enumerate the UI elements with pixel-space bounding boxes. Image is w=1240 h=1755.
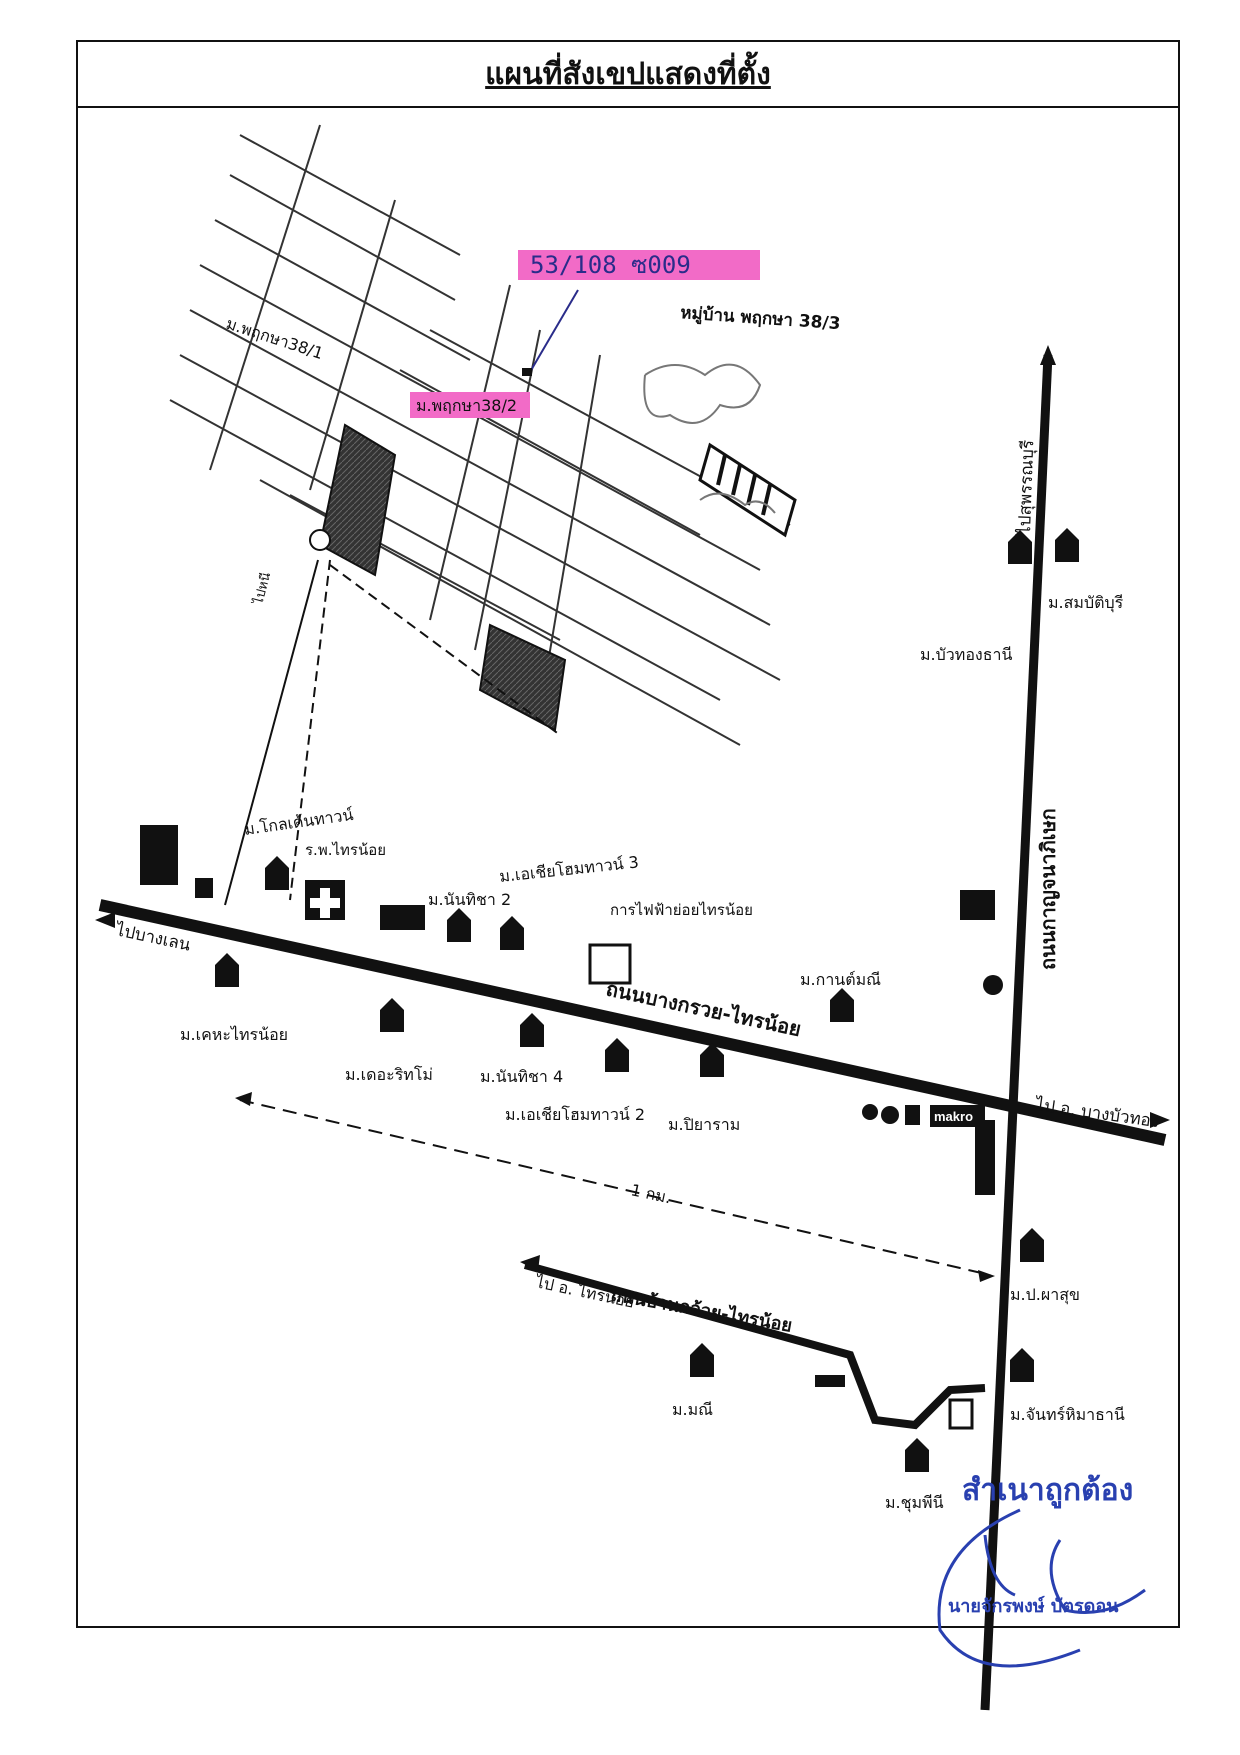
side-road <box>224 559 319 906</box>
seven-eleven-icon <box>948 1398 974 1430</box>
arrow-right-small <box>978 1270 995 1282</box>
house-icon <box>1055 528 1079 562</box>
shop-icon <box>380 905 425 930</box>
arrow-left-small <box>235 1092 252 1106</box>
place-label: การไฟฟ้าย่อยไทรน้อย <box>610 901 753 919</box>
parcel-block <box>478 623 567 732</box>
house-icon <box>1020 1228 1044 1262</box>
makro-block <box>930 1105 985 1127</box>
handwritten-code: 53/108 ซ009 <box>530 251 691 279</box>
place-label: ม.เคหะไทรน้อย <box>180 1025 288 1044</box>
place-label: ม.บัวทองธานี <box>920 645 1012 664</box>
main-road <box>98 899 1167 1146</box>
place-label: ม.กานต์มณี <box>800 970 881 989</box>
vertical-road-label: ถนนกาญจนาภิเษก <box>1036 808 1060 970</box>
map-title: แผนที่สังเขปแสดงที่ตั้ง <box>485 56 771 92</box>
hospital-cross-icon <box>310 888 340 918</box>
code-highlight <box>518 250 760 280</box>
bank-icon <box>881 1106 899 1124</box>
parcel-block <box>318 423 397 577</box>
lower-road-label: ถนนบ้านกล้วย-ไทรน้อย <box>609 1283 794 1337</box>
small-building-icon <box>815 1375 845 1387</box>
place-label: ม.ปิยาราม <box>668 1115 740 1134</box>
map-frame: แผนที่สังเขปแสดงที่ตั้ง <box>76 40 1180 1628</box>
vegetation-scribble <box>643 363 762 424</box>
house-icon <box>1010 1348 1034 1382</box>
stamp-name: นายจักรพงษ์ บัตรดอน <box>948 1595 1119 1617</box>
access-route <box>289 559 561 901</box>
building-icon <box>195 878 213 898</box>
house-icon <box>447 908 471 942</box>
house-icon <box>520 1013 544 1047</box>
highway-vertical <box>980 354 1053 1711</box>
pink-village-label: ม.พฤกษา38/2 <box>416 396 517 415</box>
bus-stop-icon <box>960 890 995 920</box>
place-label: ม.จันทร์หิมาธานี <box>1010 1405 1125 1424</box>
place-label: ม.มณี <box>672 1400 713 1419</box>
arrow-left-lower <box>520 1255 540 1271</box>
house-icon <box>700 1043 724 1077</box>
house-icons <box>215 528 1079 1472</box>
house-icon <box>500 916 524 950</box>
arrow-right <box>1150 1112 1170 1128</box>
fuel-icon <box>862 1104 878 1120</box>
parcel-stripes <box>716 454 772 516</box>
house-icon <box>1008 530 1032 564</box>
house-icon <box>605 1038 629 1072</box>
vegetation-scribble <box>699 492 776 514</box>
distance-line <box>239 1099 991 1276</box>
pointer-line <box>529 289 579 373</box>
parcel-block <box>698 442 797 538</box>
place-label: ม.ชุมพีนี <box>885 1493 944 1513</box>
place-label: ม.เอเชียโฮมทาวน์ 3 <box>498 852 639 886</box>
signature <box>937 1508 1146 1668</box>
house-icon <box>215 953 239 987</box>
house-icon <box>265 856 289 890</box>
house-icon <box>380 998 404 1032</box>
main-road-label: ถนนบางกรวย-ไทรน้อย <box>604 976 803 1041</box>
logo-icon <box>983 975 1003 995</box>
arrow-left <box>95 912 115 928</box>
place-label: ม.สมบัติบุรี <box>1048 593 1124 613</box>
title-bar: แผนที่สังเขปแสดงที่ตั้ง <box>78 42 1178 108</box>
building-icon <box>140 825 178 885</box>
direction-suphan: ไปสุพรรณบุรี <box>1014 440 1038 538</box>
lower-road <box>523 1261 986 1430</box>
village-highlight <box>410 392 530 418</box>
place-label: ม.เอเชียโฮมทาวน์ 2 <box>505 1105 645 1124</box>
store-icon <box>905 1105 920 1125</box>
landmarks <box>140 825 1003 1430</box>
pointer-tip <box>522 368 532 376</box>
place-label: ม.ป.ผาสุข <box>1010 1285 1080 1305</box>
place-label: ร.พ.ไทรน้อย <box>305 841 386 859</box>
house-icon <box>690 1343 714 1377</box>
house-icon <box>905 1438 929 1472</box>
north-arrow <box>1040 345 1056 365</box>
makro-label: makro <box>934 1109 973 1124</box>
junction-marker <box>309 529 331 551</box>
distance-label: 1 กม. <box>629 1180 673 1207</box>
village-label: หมู่บ้าน พฤกษา 38/3 <box>680 303 842 335</box>
place-label: ม.นันทิชา 2 <box>428 890 511 909</box>
house-icon <box>830 988 854 1022</box>
place-label: ม.เดอะริทโม่ <box>345 1065 433 1084</box>
stamp-certified: สำเนาถูกต้อง <box>962 1473 1133 1509</box>
tall-building-icon <box>975 1120 995 1195</box>
side-road-label: ไปหนี <box>250 571 274 607</box>
power-station-icon <box>588 943 632 985</box>
place-label: ม.นันทิชา 4 <box>480 1067 563 1086</box>
subdivision-grid <box>169 124 791 746</box>
